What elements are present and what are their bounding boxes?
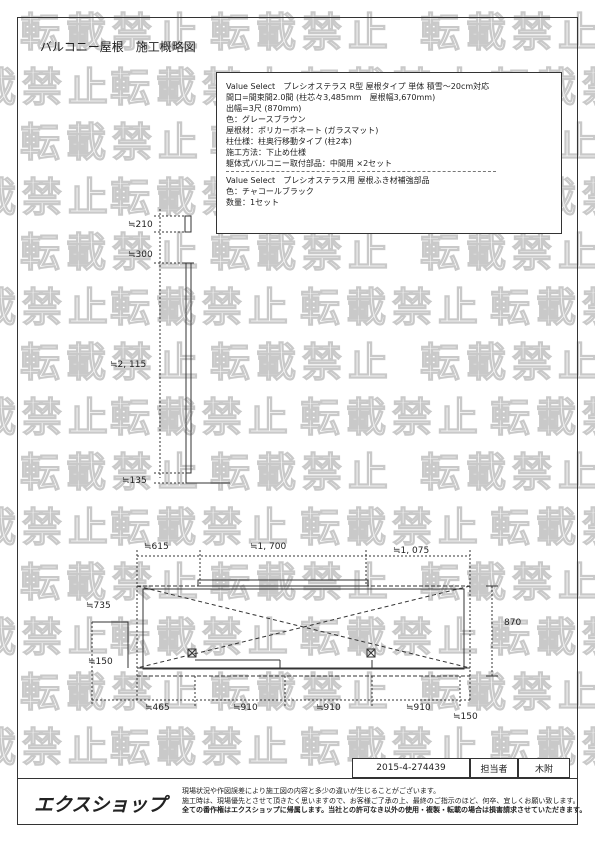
note-line: 全ての番作権はエクスショップに帰属します。当社との許可なき以外の使用・複製・転載… [182, 806, 587, 814]
footer-divider [17, 778, 578, 779]
drawing-frame [17, 17, 578, 825]
spec-line: 施工方法：下止め仕様 [226, 148, 306, 157]
dim-label: ≒910 [316, 703, 341, 713]
drawing-title: バルコニー屋根 施工概略図 [40, 40, 196, 54]
spec-line: 色：グレースブラウン [226, 115, 306, 124]
spec-line: 出幅=3尺 (870mm) [226, 104, 302, 113]
watermark-text: 転載禁止 [420, 670, 595, 717]
note-line: 現場状況や作図誤差により施工図の内容と多少の違いが生じることがございます。 [182, 787, 441, 795]
watermark-text: 転載禁止 [420, 560, 595, 607]
watermark-text: 転載禁止 [20, 670, 204, 717]
watermark-text: 転載禁止 [0, 505, 114, 552]
spec-line: 屋根材：ポリカーボネート (ガラスマット) [226, 126, 379, 135]
watermark-text: 転載禁止 [20, 230, 204, 277]
watermark-text: 転載禁止 [20, 560, 204, 607]
watermark-text: 転載禁止 [0, 725, 114, 772]
post-marker-left [187, 648, 197, 658]
dim-label: ≒135 [122, 476, 147, 486]
side-base [185, 473, 230, 484]
watermark-text: 転載禁止 [20, 340, 204, 387]
spec-divider [226, 171, 496, 172]
watermark-text: 転載禁止 [210, 450, 394, 497]
watermark-text: 転載禁止 [0, 395, 114, 442]
post-marker-left [187, 648, 197, 658]
spec-line: 数量：1セット [226, 198, 280, 207]
watermark-text: 転載禁止 [420, 230, 595, 277]
dim-label: ≒910 [406, 703, 431, 713]
footer-notes: 現場状況や作図誤差により施工図の内容と多少の違いが生じることがございます。 施工… [182, 787, 586, 816]
watermark-text: 転載禁止 [0, 65, 114, 112]
watermark-text: 転載禁止 [0, 175, 114, 222]
watermark-text: 転載禁止 [300, 395, 484, 442]
watermark-text: 転載禁止 [20, 450, 204, 497]
note-line: 施工時は、現場優先とさせて頂きたく思いますので、お客様ご了承の上、最終のご指示の… [182, 796, 580, 805]
watermark-text: 転載禁止 [300, 505, 484, 552]
watermark-text: 転載禁止 [210, 670, 394, 717]
post-marker-right [366, 648, 376, 658]
dim-label: ≒1, 075 [393, 546, 430, 556]
watermark-text: 転載禁止 [0, 615, 114, 662]
watermark-text: 転載禁止 [110, 505, 294, 552]
watermark-text: 転載禁止 [110, 395, 294, 442]
staff-name: 木附 [518, 758, 570, 778]
post-marker-right [366, 648, 376, 658]
spec-line: 間口=間束間2.0間 (柱芯々3,485mm 屋根幅3,670mm) [226, 93, 436, 102]
dim-label: ≒150 [88, 657, 113, 667]
staff-label: 担当者 [470, 758, 518, 778]
dim-label: ≒465 [145, 703, 170, 713]
dim-label: ≒910 [233, 703, 258, 713]
dim-label: ≒210 [128, 220, 153, 230]
spec-line: 色：チャコールブラック [226, 187, 314, 196]
dim-label: ≒1, 700 [250, 542, 287, 552]
roof-panel [142, 588, 465, 670]
watermark-text: 転載禁止 [20, 120, 204, 167]
dim-label: ≒150 [453, 712, 478, 722]
watermark-text: 転載禁止 [420, 450, 595, 497]
watermark-text: 転載禁止 [300, 285, 484, 332]
wall-line [92, 621, 129, 668]
spec-box: Value Select プレシオステラス R型 屋根タイプ 単体 積雪～20c… [216, 72, 562, 234]
upper-bracket [184, 215, 192, 233]
spec-line: Value Select プレシオステラス R型 屋根タイプ 単体 積雪～20c… [226, 82, 490, 91]
watermark-text: 転載禁止 [110, 725, 294, 772]
dim-label: ≒300 [128, 250, 153, 260]
dim-label: ≒2, 115 [110, 360, 147, 370]
spec-line: 柱仕様：柱奥行移動タイプ (柱2本) [226, 137, 352, 146]
watermark-text: 転載禁止 [0, 285, 114, 332]
dim-label: 870 [504, 618, 522, 628]
drawing-number: 2015-4-274439 [352, 758, 470, 778]
watermark-text: 転載禁止 [210, 560, 394, 607]
company-logo: エクスショップ [34, 794, 167, 816]
gutter-beam [197, 579, 369, 587]
watermark-text: 転載禁止 [300, 615, 484, 662]
spec-line: 躯体式バルコニー取付部品：中間用 ×2セット [226, 159, 393, 168]
brace-line-2 [136, 585, 471, 669]
watermark-text: 転載禁止 [210, 230, 394, 277]
watermark-text: 転載禁止 [210, 340, 394, 387]
watermark-text: 転載禁止 [110, 285, 294, 332]
spec-line: Value Select プレシオステラス用 屋根ふき材補強部品 [226, 176, 430, 185]
side-post [185, 262, 192, 474]
dim-label: ≒615 [144, 542, 169, 552]
watermark-text: 転載禁止 [420, 340, 595, 387]
dim-label: ≒735 [86, 601, 111, 611]
